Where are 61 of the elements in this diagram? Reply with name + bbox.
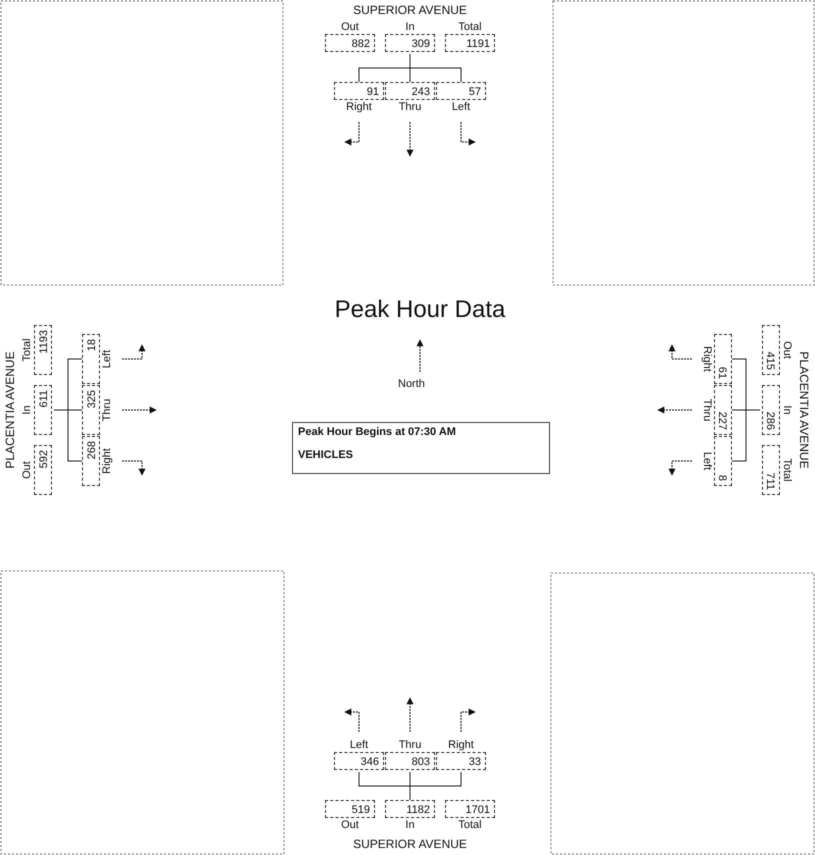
street-name: SUPERIOR AVENUE [352, 836, 468, 852]
direction-label: North [398, 378, 425, 390]
peak-hour-note: Peak Hour Begins at 07:30 AM [298, 426, 457, 438]
street-name: PLACENTIA AVENUE [796, 350, 812, 471]
column-heading: In [780, 405, 794, 415]
column-heading: Total [780, 458, 794, 482]
movement-label: Right [700, 346, 714, 372]
count-value: 61 [714, 334, 732, 384]
count-value: 91 [334, 82, 384, 100]
count-value: 309 [385, 34, 435, 52]
movement-label: Left [100, 350, 114, 368]
count-value: 325 [82, 385, 100, 435]
count-value: 1182 [385, 800, 435, 818]
info-box [292, 422, 550, 474]
count-value: 18 [82, 334, 100, 384]
count-value: 882 [325, 34, 375, 52]
count-value: 1701 [445, 800, 495, 818]
movement-label: Thru [700, 398, 714, 422]
movement-label: Left [700, 452, 714, 470]
bracket-line [54, 358, 82, 410]
column-heading: Out [341, 818, 359, 832]
bracket-line [732, 410, 760, 462]
count-value: 8 [714, 436, 732, 486]
diagram-title: Peak Hour Data [334, 296, 506, 324]
count-value: 346 [334, 752, 384, 770]
movement-label: Right [448, 738, 474, 752]
count-value: 611 [34, 385, 52, 435]
count-value: 286 [762, 385, 780, 435]
column-heading: Out [341, 20, 359, 34]
column-heading: Out [780, 341, 794, 359]
count-value: 227 [714, 385, 732, 435]
column-heading: Total [20, 338, 34, 362]
column-heading: Total [458, 20, 482, 34]
movement-label: Thru [398, 738, 422, 752]
unit-label: VEHICLES [298, 449, 354, 461]
count-value: 415 [762, 325, 780, 375]
count-value: 57 [436, 82, 486, 100]
count-value: 243 [385, 82, 435, 100]
column-heading: In [20, 405, 34, 415]
count-value: 1193 [34, 325, 52, 375]
movement-label: Left [350, 738, 368, 752]
column-heading: Out [20, 461, 34, 479]
street-name: SUPERIOR AVENUE [352, 2, 468, 18]
street-name: PLACENTIA AVENUE [2, 350, 18, 471]
movement-label: Thru [398, 100, 422, 114]
movement-label: Right [100, 448, 114, 474]
column-heading: Total [458, 818, 482, 832]
movement-label: Left [452, 100, 470, 114]
count-value: 1191 [445, 34, 495, 52]
count-value: 711 [762, 445, 780, 495]
count-value: 33 [436, 752, 486, 770]
bracket-line [410, 54, 462, 82]
movement-label: Thru [100, 398, 114, 422]
count-value: 268 [82, 436, 100, 486]
count-value: 592 [34, 445, 52, 495]
bracket-line [410, 772, 462, 800]
movement-label: Right [346, 100, 372, 114]
count-value: 803 [385, 752, 435, 770]
column-heading: In [405, 20, 415, 34]
count-value: 519 [325, 800, 375, 818]
column-heading: In [405, 818, 415, 832]
